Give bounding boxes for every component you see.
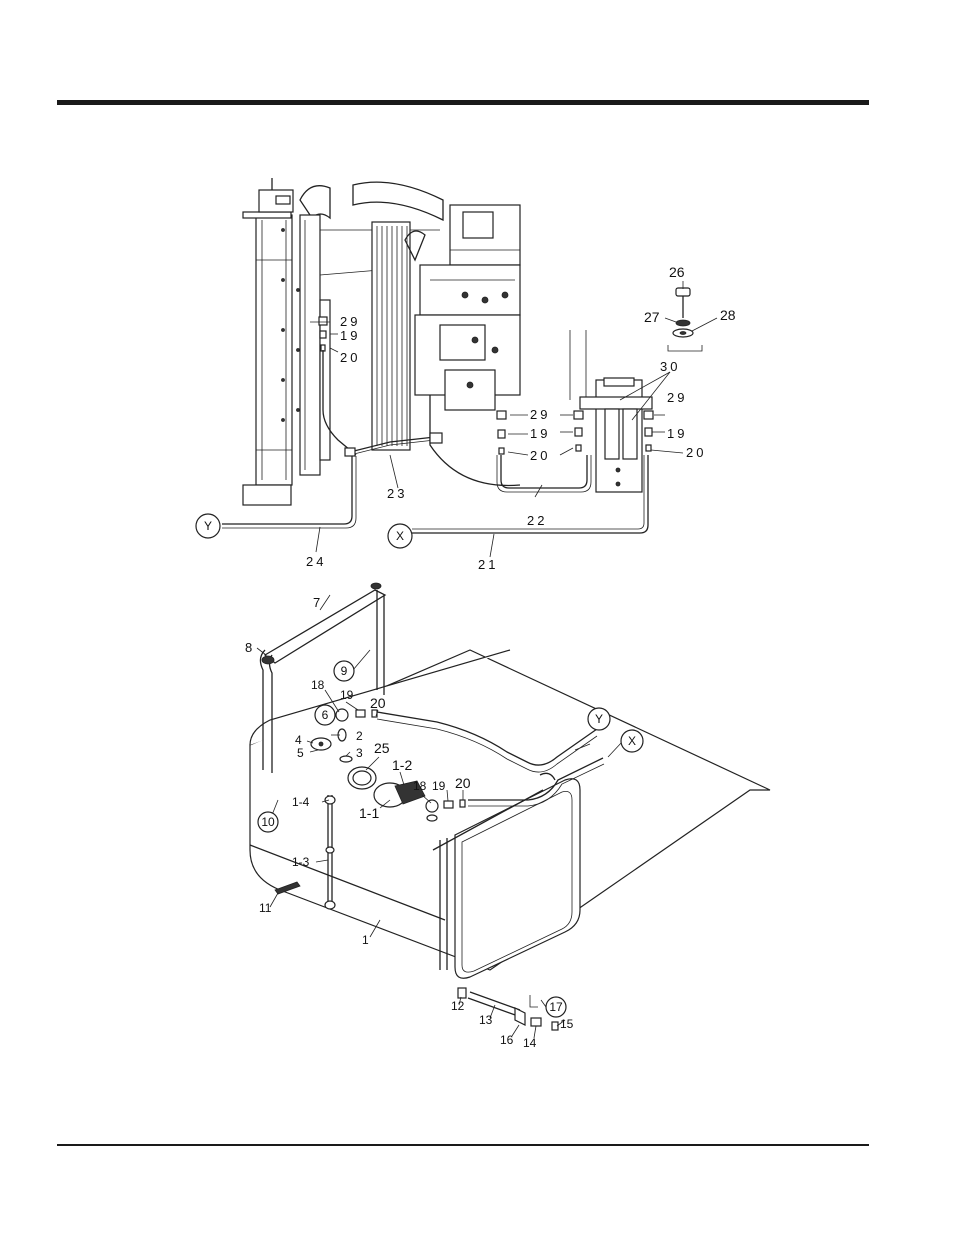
callout-25: 25	[374, 740, 390, 756]
footer-rule	[57, 1144, 869, 1146]
callout-19: 19	[667, 426, 687, 441]
callout-26: 26	[669, 264, 685, 280]
callout-1-1: 1-1	[359, 805, 379, 821]
callout-18: 18	[311, 678, 325, 692]
callout-4: 4	[295, 733, 302, 747]
callout-24: 24	[306, 554, 326, 569]
callout-19: 19	[530, 426, 550, 441]
callout-20: 20	[340, 350, 360, 365]
callout-1: 1	[362, 933, 369, 947]
callout-22: 22	[527, 513, 547, 528]
callout-19: 19	[340, 328, 360, 343]
callout-8: 8	[245, 640, 252, 655]
callout-1-4: 1-4	[292, 795, 310, 809]
fan-shroud	[372, 222, 410, 450]
engine-block	[405, 205, 520, 486]
callout-17: 17	[549, 1000, 563, 1014]
callout-23: 23	[387, 486, 407, 501]
callout-18: 18	[413, 779, 427, 793]
callout-y-upper: Y	[204, 519, 212, 533]
callout-12: 12	[451, 999, 465, 1013]
callout-y-lower: Y	[595, 712, 603, 726]
callout-27: 27	[644, 309, 660, 325]
callout-19: 19	[432, 779, 446, 793]
callout-1-3: 1-3	[292, 855, 310, 869]
callout-11: 11	[259, 901, 272, 915]
callout-2: 2	[356, 729, 363, 743]
callout-20: 20	[686, 445, 706, 460]
callout-20: 20	[530, 448, 550, 463]
callout-28: 28	[720, 307, 736, 323]
callout-3: 3	[356, 746, 363, 760]
callout-29: 29	[340, 314, 360, 329]
callout-19: 19	[340, 688, 354, 702]
bolt-washer-detail	[668, 288, 702, 351]
callout-30: 30	[660, 359, 680, 374]
callout-1-2: 1-2	[392, 757, 412, 773]
callout-6: 6	[322, 708, 329, 722]
callout-20: 20	[370, 695, 386, 711]
callout-15: 15	[560, 1017, 574, 1031]
callout-14: 14	[523, 1036, 537, 1050]
drain-assembly	[458, 988, 558, 1030]
callout-9: 9	[341, 664, 348, 678]
callout-5: 5	[297, 746, 304, 760]
callout-10: 10	[261, 815, 275, 829]
callout-13: 13	[479, 1013, 493, 1027]
callout-16: 16	[500, 1033, 514, 1047]
callout-29: 29	[667, 390, 687, 405]
callout-29: 29	[530, 407, 550, 422]
callout-21: 21	[478, 557, 498, 572]
callout-20: 20	[455, 775, 471, 791]
callout-7: 7	[313, 595, 320, 610]
callout-x-lower: X	[628, 734, 636, 748]
callout-x-upper: X	[396, 529, 404, 543]
